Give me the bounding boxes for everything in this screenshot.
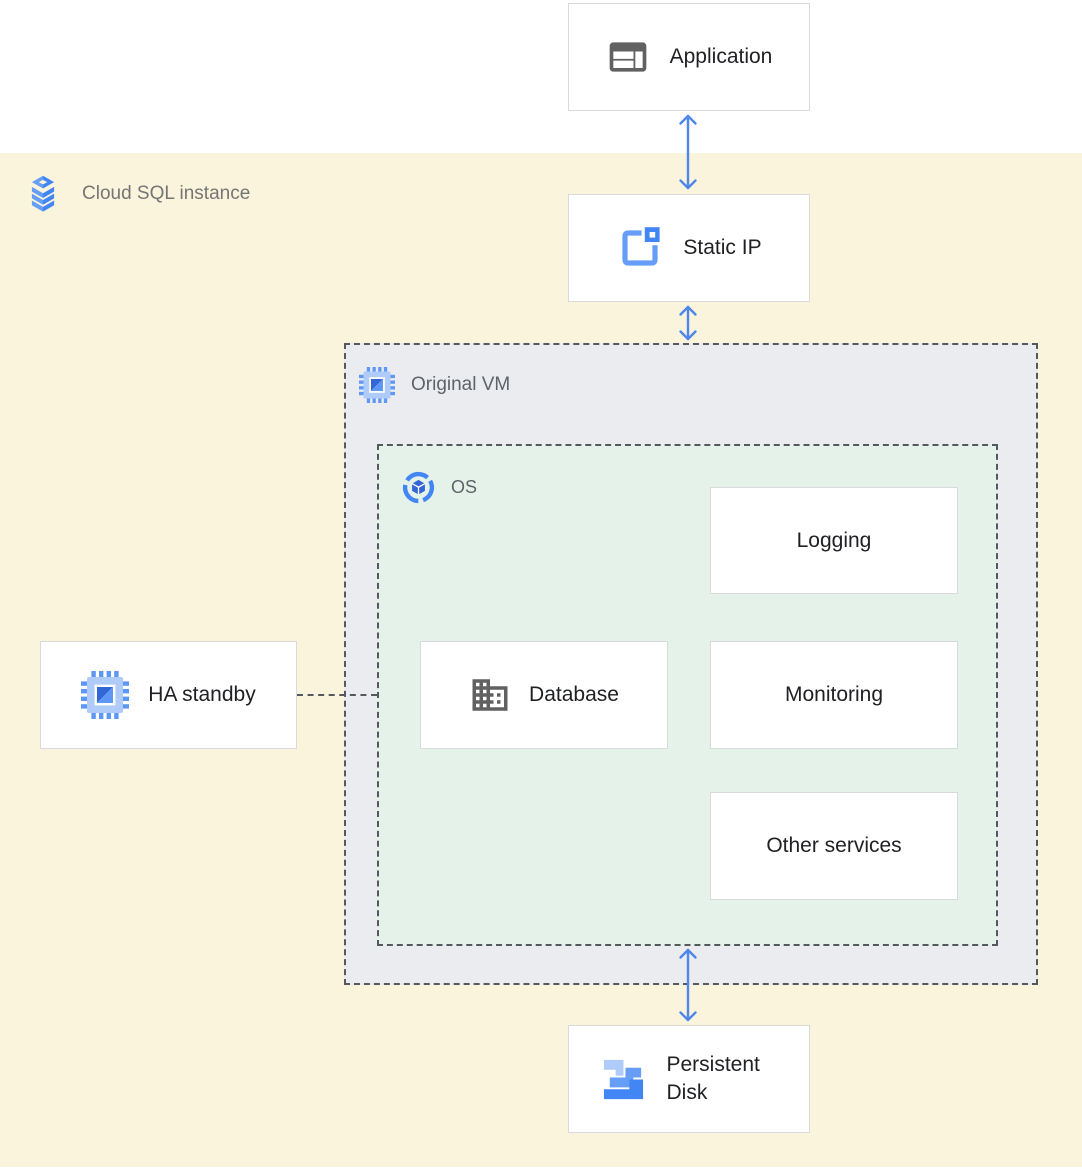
monitoring-node: Monitoring xyxy=(710,641,958,749)
persistent-disk-icon xyxy=(603,1059,643,1099)
ha-standby-node: HA standby xyxy=(40,641,297,749)
static-ip-label: Static IP xyxy=(683,236,762,260)
original-vm-region-title: Original VM xyxy=(411,374,511,395)
cloud-sql-region-label: Cloud SQL instance xyxy=(24,172,250,216)
compute-engine-icon xyxy=(81,671,130,719)
ha-standby-label: HA standby xyxy=(148,683,256,707)
persistent-disk-node: Persistent Disk xyxy=(568,1025,810,1133)
static-ip-node: Static IP xyxy=(568,194,810,302)
persistent-disk-label: Persistent Disk xyxy=(666,1053,760,1104)
cloud-sql-region-title: Cloud SQL instance xyxy=(82,183,251,204)
application-node: Application xyxy=(568,3,810,111)
application-label: Application xyxy=(669,45,773,69)
original-vm-region-label: Original VM xyxy=(359,367,510,403)
ha-standby-connector-line xyxy=(297,694,377,696)
monitoring-label: Monitoring xyxy=(784,683,884,707)
compute-engine-icon xyxy=(359,367,395,403)
logging-label: Logging xyxy=(796,528,872,552)
arrow-os-persistentdisk xyxy=(679,948,697,1022)
building-icon xyxy=(472,679,508,711)
arrow-staticip-vm xyxy=(679,305,697,341)
database-label: Database xyxy=(529,683,619,707)
os-region-title: OS xyxy=(451,477,478,497)
os-region-label: OS xyxy=(401,470,477,505)
other-services-node: Other services xyxy=(710,792,958,900)
database-node: Database xyxy=(420,641,668,749)
logging-node: Logging xyxy=(710,487,958,594)
os-image-icon xyxy=(402,471,435,504)
cloud-sql-icon xyxy=(31,175,55,212)
web-app-icon xyxy=(609,42,646,72)
static-ip-icon xyxy=(622,224,664,266)
other-services-label: Other services xyxy=(766,834,902,858)
arrow-application-staticip xyxy=(679,114,697,190)
